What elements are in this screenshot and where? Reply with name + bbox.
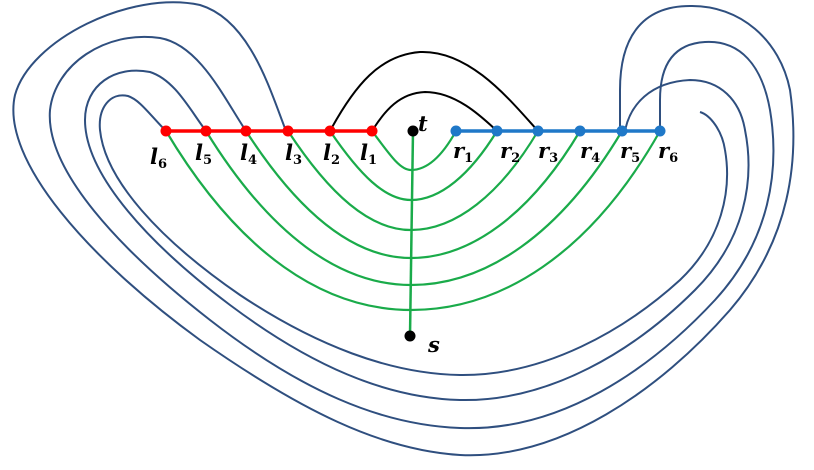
label-s: s [427,332,440,357]
label-r4: r4 [580,138,600,166]
label-l1: l1 [360,140,377,168]
outer-curve-1 [12,1,795,457]
node-r1 [450,125,462,137]
label-r3: r3 [538,138,558,166]
label-l6: l6 [150,144,167,172]
label-l5: l5 [195,140,212,168]
outer-curves [12,1,795,457]
label-r6: r6 [658,138,678,166]
node-r5 [616,125,628,137]
node-l3 [282,125,294,137]
black-arc-outer [329,50,539,132]
green-curve-1 [371,130,457,172]
outer-curve-2 [48,35,775,430]
t-s-edge [408,130,415,337]
left-nodes [160,125,378,137]
label-r2: r2 [500,138,520,166]
label-r1: r1 [453,138,473,166]
outer-curve-4 [98,94,728,377]
label-r5: r5 [620,138,640,166]
green-curve-5 [205,130,623,287]
black-arcs [329,50,539,132]
node-r3 [532,125,544,137]
node-l2 [324,125,336,137]
outer-curve-3 [83,69,750,402]
node-l4 [240,125,252,137]
node-l5 [200,125,212,137]
node-s [404,330,416,342]
label-l2: l2 [323,140,340,168]
node-t [407,125,419,137]
label-l3: l3 [285,140,302,168]
node-r4 [574,125,586,137]
black-arc-inner [371,90,498,132]
node-l6 [160,125,172,137]
node-r6 [654,125,666,137]
node-l1 [366,125,378,137]
node-r2 [491,125,503,137]
label-t: t [418,111,428,136]
right-nodes [450,125,666,137]
label-l4: l4 [240,140,257,168]
